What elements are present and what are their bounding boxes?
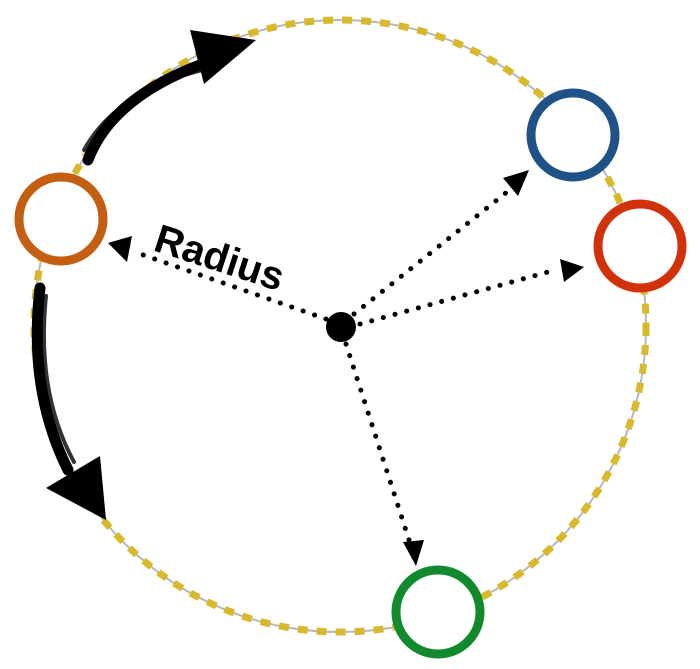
rotation-arrow-bottom-shaft (31, 282, 74, 476)
rotation-arrow-bottom-head (46, 456, 106, 520)
arrowhead-green (403, 540, 424, 566)
spoke-to-green (343, 341, 413, 546)
spoke-to-blue (351, 185, 515, 317)
spoke-arrowheads (108, 170, 584, 566)
center-point (326, 312, 356, 342)
rotation-arrow-top (82, 30, 256, 166)
arrowhead-orange (108, 236, 132, 262)
rotation-arrow-bottom-shaft-texture (41, 294, 76, 464)
spoke-to-red (357, 269, 551, 327)
spoke-to-orange (129, 248, 329, 322)
rotation-arrow-top-shaft-texture (82, 68, 204, 152)
blue-circle-node[interactable] (526, 88, 620, 182)
radius-spokes (129, 185, 551, 546)
arrowhead-red (560, 259, 584, 282)
green-circle-node[interactable] (391, 565, 485, 659)
arrowhead-blue (503, 170, 529, 196)
orange-circle-node[interactable] (14, 172, 108, 266)
rotation-arrow-bottom (31, 282, 106, 520)
rotation-arrow-top-head (190, 30, 256, 84)
red-circle-node[interactable] (593, 199, 687, 293)
orbit-track-dashes (30, 16, 650, 636)
radius-label: Radius (149, 217, 289, 300)
rotation-arrow-top-shaft (82, 56, 214, 166)
